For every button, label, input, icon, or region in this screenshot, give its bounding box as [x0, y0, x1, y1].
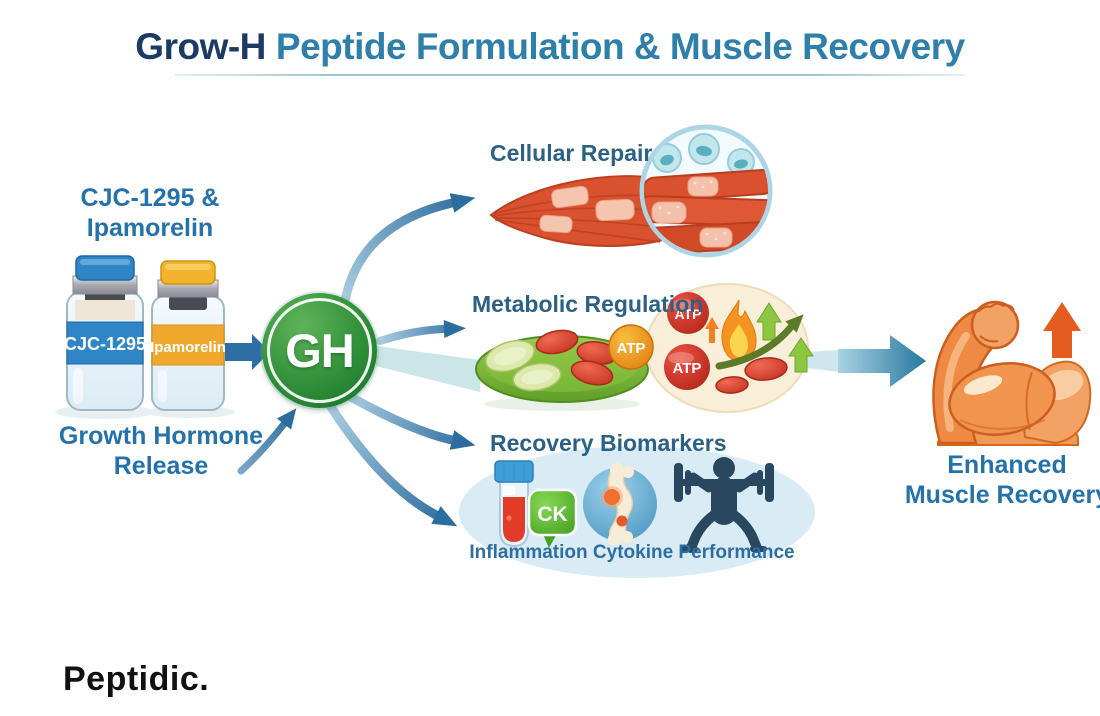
biomarkers-illustration: CK	[459, 446, 815, 578]
vial-cjc1295-icon: CJC-1295	[64, 255, 146, 411]
gh-hub-badge: GH	[262, 293, 377, 408]
arrow-vials-to-gh	[222, 334, 270, 370]
peptides-heading: CJC-1295 & Ipamorelin	[60, 184, 240, 243]
arrow-gh-to-metabolic	[376, 325, 448, 345]
atp-top-label: ATP	[675, 306, 702, 322]
atp-badge-top	[667, 292, 709, 334]
metabolic-illustration: ATP ATP ATP	[475, 283, 814, 413]
title-underline	[175, 74, 965, 76]
arrow-gh-to-cellular	[340, 198, 457, 306]
peptides-heading-line2: Ipamorelin	[86, 213, 214, 242]
connector-arrows	[222, 193, 926, 527]
outcome-line2: Muscle Recovery	[904, 480, 1100, 509]
ck-badge-icon: CK	[527, 488, 578, 548]
peptides-heading-line1: CJC-1295 &	[80, 184, 220, 212]
recovery-biomarkers-label: Recovery Biomarkers	[490, 430, 727, 456]
joint-inflammation-icon	[583, 463, 657, 546]
cellular-repair-label: Cellular Repair	[490, 140, 653, 166]
metabolic-regulation-label: Metabolic Regulation	[472, 291, 704, 317]
release-line1: Growth Hormone	[58, 422, 264, 450]
orange-up-arrow-icon	[1043, 302, 1081, 358]
atp-badge-orange	[608, 324, 654, 370]
growth-swoosh-arrow-icon	[715, 323, 795, 370]
green-up-arrow-icon	[756, 302, 782, 341]
atp-bottom-label: ATP	[673, 360, 702, 377]
outcome-label: Enhanced Muscle Recovery	[897, 451, 1100, 510]
title-accent: Peptide Formulation & Muscle Recovery	[275, 26, 965, 67]
atp-badge-bottom	[664, 344, 710, 390]
release-label: Growth Hormone Release	[55, 422, 267, 481]
release-line2: Release	[113, 451, 209, 480]
vial-ipamorelin-icon: Ipamorelin	[150, 260, 226, 411]
biomarkers-sublabel: Inflammation Cytokine Performance	[469, 542, 795, 563]
beam-gh-to-dish	[376, 346, 480, 392]
arrow-gh-to-biomarkers-lower	[326, 402, 441, 520]
atp-orange-label: ATP	[617, 340, 646, 357]
vial2-label: Ipamorelin	[150, 339, 226, 356]
brand-logo: Peptidic.	[63, 660, 210, 698]
peptide-vials: CJC-1295 Ipamorelin	[55, 255, 235, 419]
outcome-line1: Enhanced	[947, 451, 1067, 479]
vial1-label: CJC-1295	[64, 334, 146, 354]
arrow-release-to-gh	[237, 420, 288, 475]
magnified-cells-icon	[639, 124, 773, 258]
ck-label: CK	[537, 503, 567, 526]
gh-hub-ring	[267, 298, 372, 403]
small-orange-up-arrow-icon	[705, 317, 719, 343]
blood-test-tube-icon	[494, 460, 534, 548]
arrow-gh-to-biomarkers-upper	[344, 391, 457, 445]
title-brand: Grow-H	[135, 26, 266, 67]
arrow-metabolic-to-bicep	[838, 335, 926, 387]
flame-icon	[721, 299, 757, 362]
athlete-squat-icon	[674, 457, 774, 553]
flexed-bicep-icon	[932, 300, 1092, 446]
beam-oval-to-arrow	[806, 350, 840, 372]
green-up-arrow-icon	[788, 337, 814, 373]
